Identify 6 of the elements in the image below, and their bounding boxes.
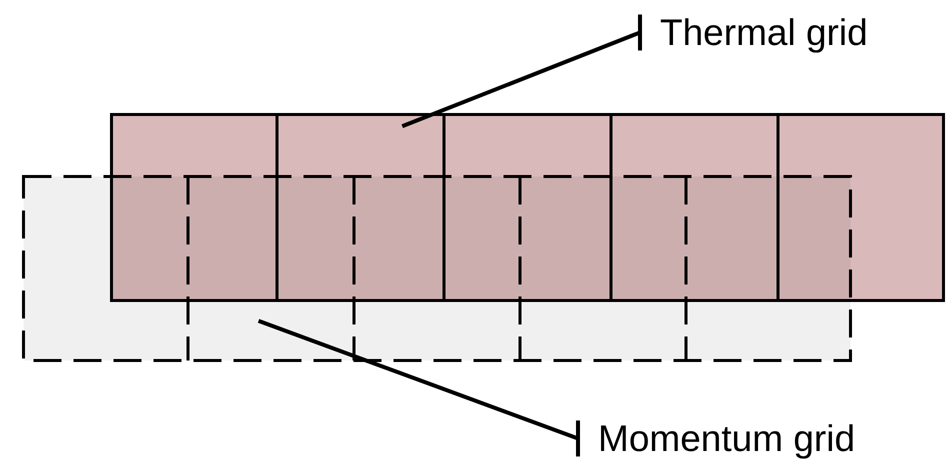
dashed-grid — [22, 175, 852, 362]
callout-label: Momentum grid — [598, 420, 856, 457]
callout-label: Thermal grid — [660, 14, 868, 51]
leader-line — [400, 12, 642, 128]
leader-line — [256, 318, 580, 458]
grid — [110, 113, 945, 302]
